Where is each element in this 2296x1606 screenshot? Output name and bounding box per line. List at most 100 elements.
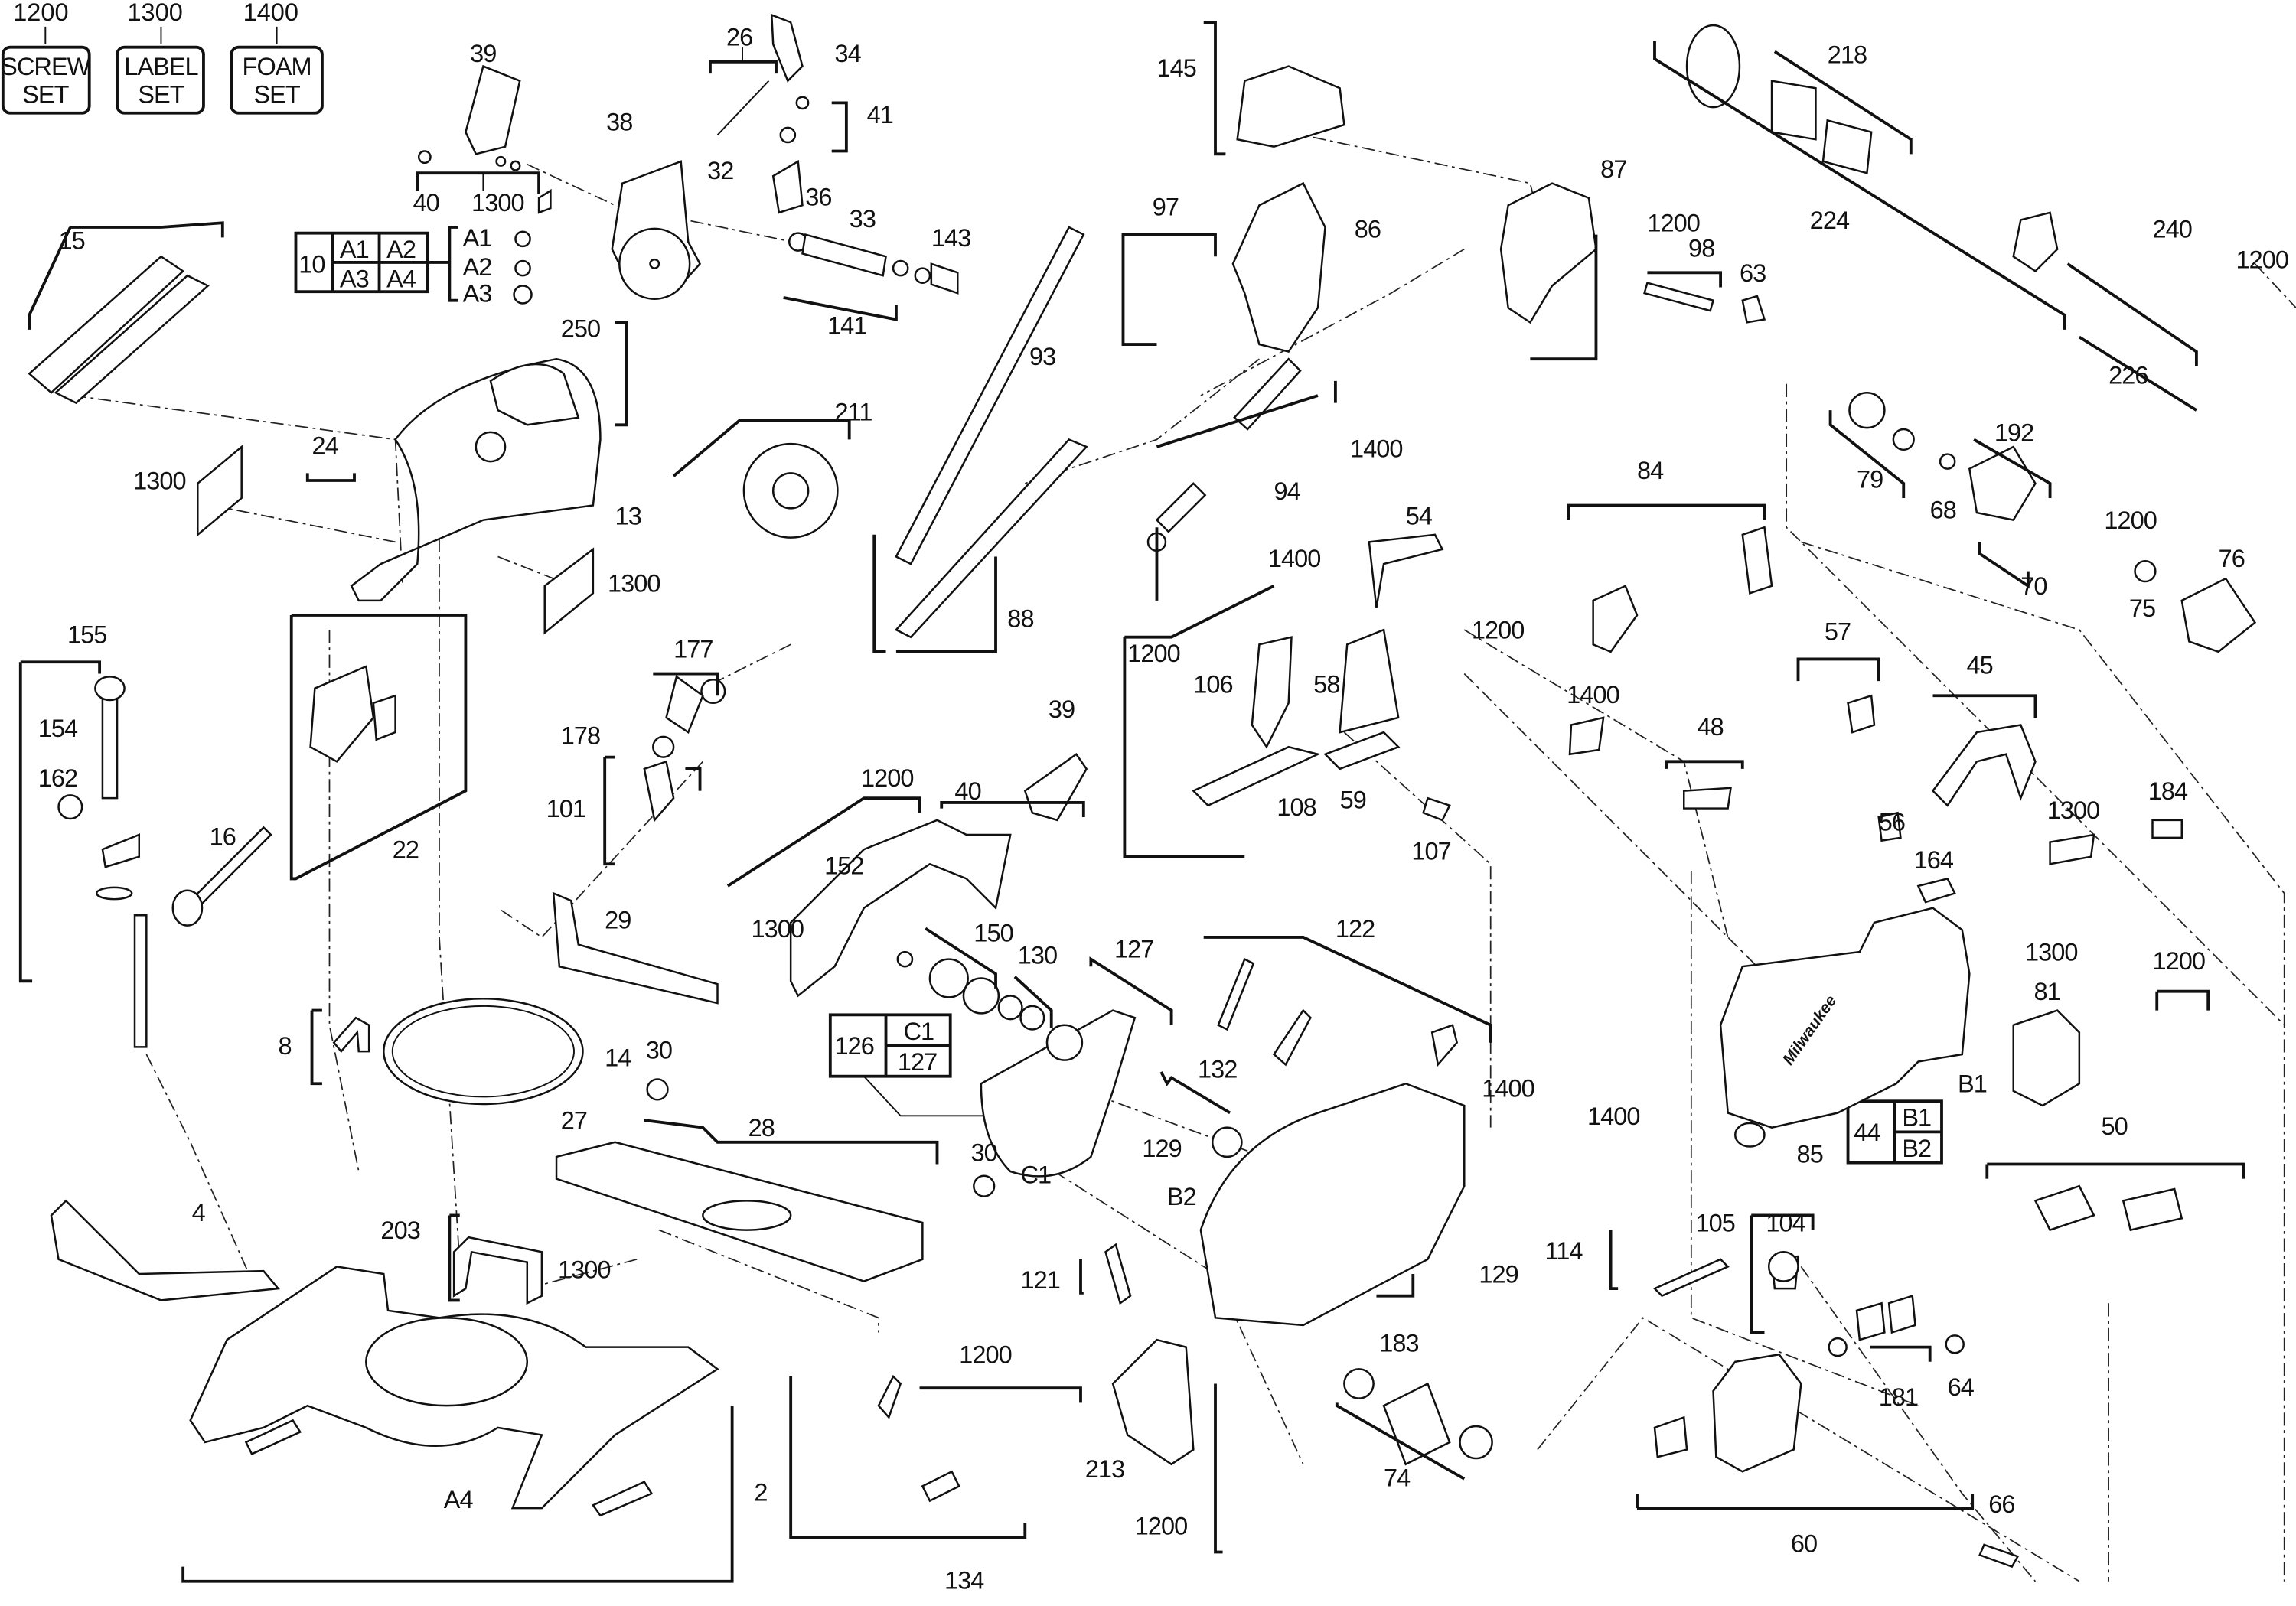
callout-26: 26 [726, 24, 752, 51]
callout-224: 224 [1810, 207, 1850, 234]
callout-34: 34 [835, 40, 862, 67]
callout-1200: 1200 [2236, 246, 2289, 274]
callout-41: 41 [867, 101, 893, 129]
callout-143: 143 [931, 224, 970, 252]
callout-28: 28 [748, 1114, 775, 1142]
callout-40: 40 [413, 189, 439, 217]
callout-74: 74 [1384, 1464, 1411, 1491]
callout-1400: 1400 [1482, 1074, 1534, 1102]
callout-66: 66 [1988, 1490, 2014, 1518]
slide-rail-part [895, 226, 1085, 565]
callout-104: 104 [1766, 1210, 1805, 1237]
callout-105: 105 [1696, 1210, 1735, 1237]
callout-145: 145 [1156, 54, 1195, 82]
set-number: 1200 [13, 0, 68, 26]
legend-set-foam: 1400 FOAM SET [230, 0, 324, 115]
callout-60: 60 [1791, 1530, 1817, 1558]
miter-scale-part [50, 1199, 280, 1301]
callout-1200: 1200 [2104, 507, 2157, 534]
depth-stop-rod-part [101, 687, 119, 800]
callout-30: 30 [646, 1037, 672, 1064]
callout-184: 184 [2148, 777, 2188, 805]
kit-breakout: A3 [463, 280, 492, 308]
callout-1200: 1200 [861, 764, 914, 792]
callout-183: 183 [1379, 1329, 1418, 1357]
callout-1400: 1400 [1350, 435, 1403, 462]
callout-93: 93 [1029, 343, 1055, 370]
kit-table-10: 10 A1 A2 A3 A4 A1 A2 A3 [294, 224, 533, 308]
callout-b2: B2 [1167, 1183, 1196, 1210]
callout-38: 38 [606, 109, 632, 136]
set-label: FOAM [243, 53, 311, 80]
set-number: 1300 [127, 0, 182, 26]
callout-101: 101 [546, 795, 585, 823]
battery-latch-part [2012, 1009, 2081, 1107]
callout-24: 24 [312, 432, 339, 460]
callout-97: 97 [1153, 194, 1179, 221]
carry-handle-part [1931, 724, 2037, 807]
callout-1200: 1200 [1472, 617, 1525, 644]
kit-cell: A2 [386, 236, 416, 263]
callout-c1: C1 [1021, 1161, 1052, 1188]
callout-211: 211 [835, 399, 872, 426]
callout-162: 162 [38, 764, 77, 792]
callout-240: 240 [2152, 215, 2191, 243]
kit-cell: 127 [898, 1048, 937, 1076]
callout-86: 86 [1355, 215, 1381, 243]
kit-number: 10 [298, 250, 325, 278]
callout-177: 177 [673, 636, 713, 663]
fence-rail-part [28, 255, 185, 394]
callout-192: 192 [1994, 419, 2033, 446]
callout-57: 57 [1825, 618, 1851, 646]
part-shapes: Milwaukee [28, 13, 2257, 1569]
arm-bracket-part [1231, 181, 1326, 353]
callout-218: 218 [1828, 41, 1867, 69]
callout-50: 50 [2102, 1112, 2128, 1140]
fence-part [552, 891, 719, 1005]
callout-181: 181 [1879, 1383, 1918, 1411]
callout-134: 134 [944, 1566, 984, 1594]
callout-76: 76 [2219, 545, 2245, 572]
callout-129: 129 [1142, 1135, 1181, 1162]
callout-81: 81 [2034, 978, 2060, 1005]
callout-203: 203 [380, 1217, 419, 1244]
callout-16: 16 [210, 823, 236, 850]
callout-68: 68 [1930, 497, 1956, 524]
kit-breakout: A2 [463, 253, 492, 281]
callout-127: 127 [1114, 936, 1153, 963]
callout-114: 114 [1544, 1237, 1583, 1265]
callout-40: 40 [954, 777, 980, 805]
callout-4: 4 [192, 1199, 206, 1226]
callout-130: 130 [1018, 941, 1057, 969]
kit-cell: A4 [386, 265, 416, 292]
callout-213: 213 [1085, 1455, 1124, 1483]
callout-54: 54 [1406, 502, 1433, 529]
kit-number: 126 [835, 1032, 874, 1060]
callout-48: 48 [1697, 713, 1723, 741]
set-label: LABEL [124, 53, 197, 80]
callout-1400: 1400 [1268, 545, 1321, 572]
callout-36: 36 [805, 183, 831, 210]
callout-250: 250 [561, 314, 600, 342]
callout-1200: 1200 [2152, 947, 2205, 975]
callout-b1: B1 [1958, 1070, 1987, 1098]
gearbox-part [1712, 1353, 1802, 1473]
legend-set-label: 1300 LABEL SET [116, 0, 205, 115]
kit-cell: A3 [340, 265, 369, 292]
callout-106: 106 [1193, 670, 1232, 698]
set-label: SCREW [1, 53, 91, 80]
lower-guard-part [980, 1009, 1137, 1178]
kit-number: 44 [1854, 1119, 1880, 1146]
callout-22: 22 [393, 836, 419, 864]
callout-1300: 1300 [2025, 939, 2078, 966]
callout-122: 122 [1336, 915, 1375, 943]
callout-154: 154 [38, 715, 78, 742]
dust-port-part [465, 64, 521, 155]
callout-75: 75 [2129, 595, 2155, 622]
callout-141: 141 [827, 312, 866, 340]
set-label: SET [22, 80, 69, 108]
callout-30: 30 [970, 1139, 996, 1167]
motor-housing-left-part [1199, 1082, 1466, 1327]
callout-132: 132 [1198, 1056, 1237, 1083]
